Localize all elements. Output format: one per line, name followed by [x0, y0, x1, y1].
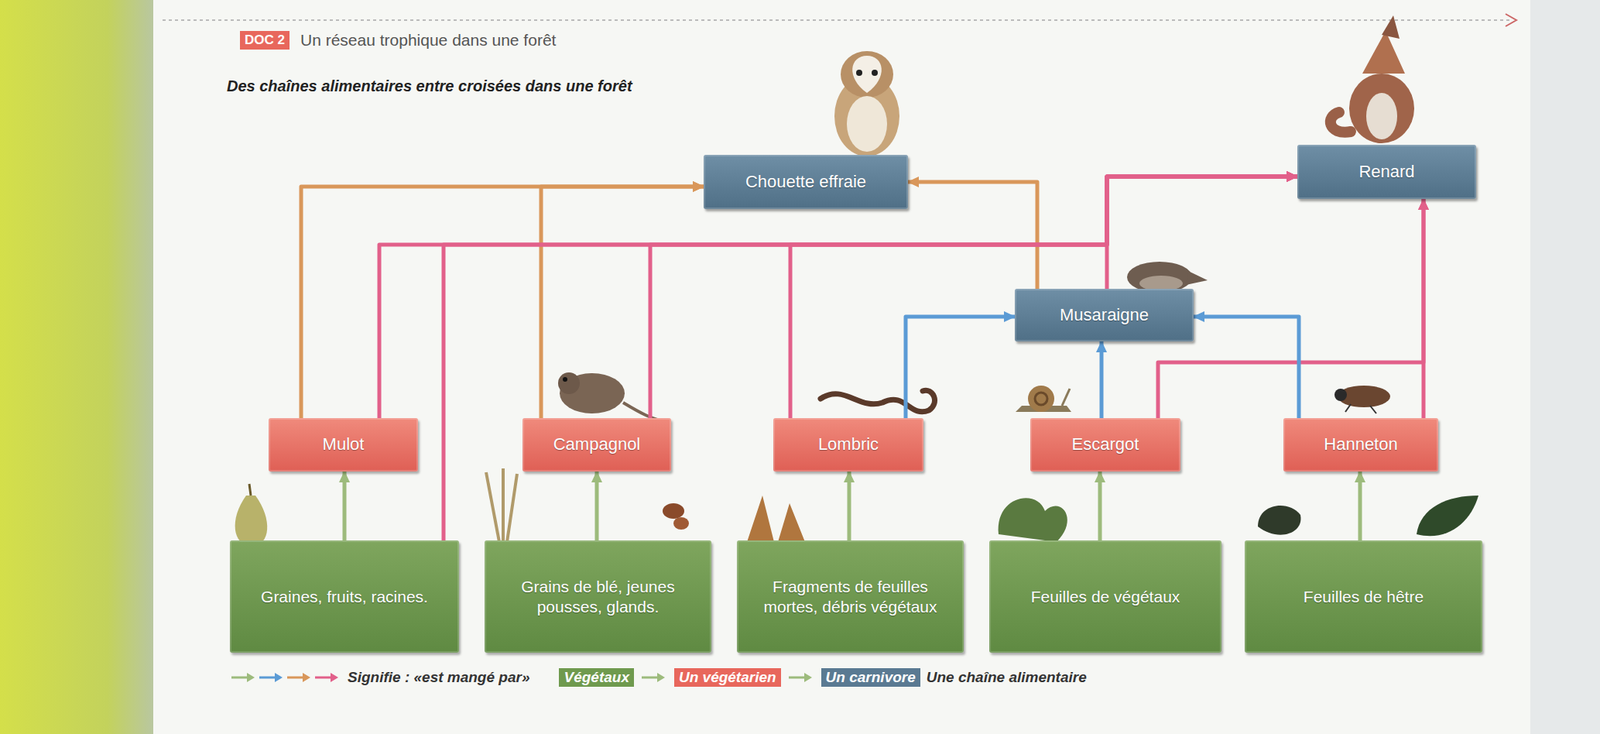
legend-arrow-head	[657, 672, 665, 682]
node-label: Campagnol	[553, 434, 641, 455]
legend-arrow	[640, 671, 669, 684]
legend-text: Végétaux	[563, 668, 629, 686]
plant-box: Grains de blé, jeunes pousses, glands.	[484, 540, 712, 653]
legend-text: Un carnivore	[825, 668, 916, 686]
plant-box: Feuilles de hêtre	[1244, 540, 1483, 653]
carnivore-box: Renard	[1297, 144, 1477, 199]
food-arrow	[907, 181, 1038, 289]
legend-arrow-line	[788, 676, 806, 679]
legend-swatch: Végétaux	[558, 668, 634, 687]
herbivore-box: Mulot	[268, 417, 418, 472]
legend-swatch: Un carnivore	[821, 668, 921, 687]
food-arrow	[1193, 316, 1299, 418]
legend: Signifie : «est mangé par» Végétaux Un vég…	[229, 665, 1087, 689]
doc-badge: DOC 2	[239, 30, 290, 50]
legend-note: Une chaîne alimentaire	[926, 668, 1087, 686]
node-label: Graines, fruits, racines.	[260, 586, 429, 607]
food-arrow	[443, 176, 1298, 541]
node-label: Renard	[1358, 161, 1415, 182]
herbivore-box: Campagnol	[522, 417, 672, 472]
plant-box: Feuilles de végétaux	[989, 540, 1222, 653]
node-label: Feuilles de végétaux	[1031, 586, 1181, 607]
food-arrow	[847, 471, 852, 541]
food-arrow	[342, 471, 347, 541]
food-arrow	[650, 176, 1298, 418]
legend-arrow-line	[259, 676, 277, 679]
herbivore-box: Lombric	[773, 417, 924, 472]
legend-arrow-line	[231, 676, 249, 679]
node-label: Hanneton	[1323, 434, 1398, 455]
food-arrow	[1106, 176, 1298, 289]
carnivore-box: Musaraigne	[1014, 288, 1194, 342]
legend-text: Signifie : «est mangé par»	[347, 668, 530, 686]
node-label: Lombric	[818, 434, 879, 455]
herbivore-box: Escargot	[1030, 417, 1181, 472]
food-arrow	[790, 176, 1298, 418]
plant-box: Fragments de feuilles mortes, débris vég…	[736, 540, 964, 653]
legend-arrow	[787, 671, 816, 684]
legend-arrow	[229, 671, 342, 684]
legend-arrow-line	[287, 676, 305, 679]
node-label: Feuilles de hêtre	[1303, 586, 1424, 607]
food-arrow	[1421, 198, 1426, 418]
legend-arrow-head	[302, 672, 311, 682]
node-label: Mulot	[322, 434, 365, 455]
food-arrow	[541, 186, 704, 418]
legend-arrow-head	[330, 672, 339, 682]
legend-text: Un végétarien	[678, 668, 777, 686]
legend-arrow-head	[804, 672, 812, 682]
food-arrow	[1098, 471, 1103, 541]
food-arrow	[301, 186, 704, 418]
legend-arrow-line	[641, 676, 659, 679]
subtitle: Des chaînes alimentaires entre croisées …	[226, 77, 633, 96]
food-arrow	[1099, 341, 1104, 418]
doc-title: Un réseau trophique dans une forêt	[300, 30, 556, 50]
food-arrow	[1158, 198, 1424, 418]
node-label: Grains de blé, jeunes pousses, glands.	[492, 576, 704, 616]
node-label: Escargot	[1072, 434, 1140, 455]
herbivore-box: Hanneton	[1283, 417, 1439, 472]
legend-swatch: Un végétarien	[674, 668, 782, 687]
legend-arrow-line	[315, 676, 333, 679]
carnivore-box: Chouette effraie	[703, 154, 908, 209]
node-label: Chouette effraie	[745, 171, 867, 192]
node-label: Fragments de feuilles mortes, débris vég…	[744, 576, 956, 616]
legend-arrow-head	[274, 672, 283, 682]
node-label: Musaraigne	[1059, 304, 1149, 326]
side-band	[0, 0, 154, 734]
legend-arrow-head	[246, 672, 255, 682]
plant-box: Graines, fruits, racines.	[229, 540, 460, 653]
food-arrow	[905, 316, 1015, 418]
food-arrow	[1358, 471, 1363, 541]
food-arrow	[595, 471, 600, 541]
